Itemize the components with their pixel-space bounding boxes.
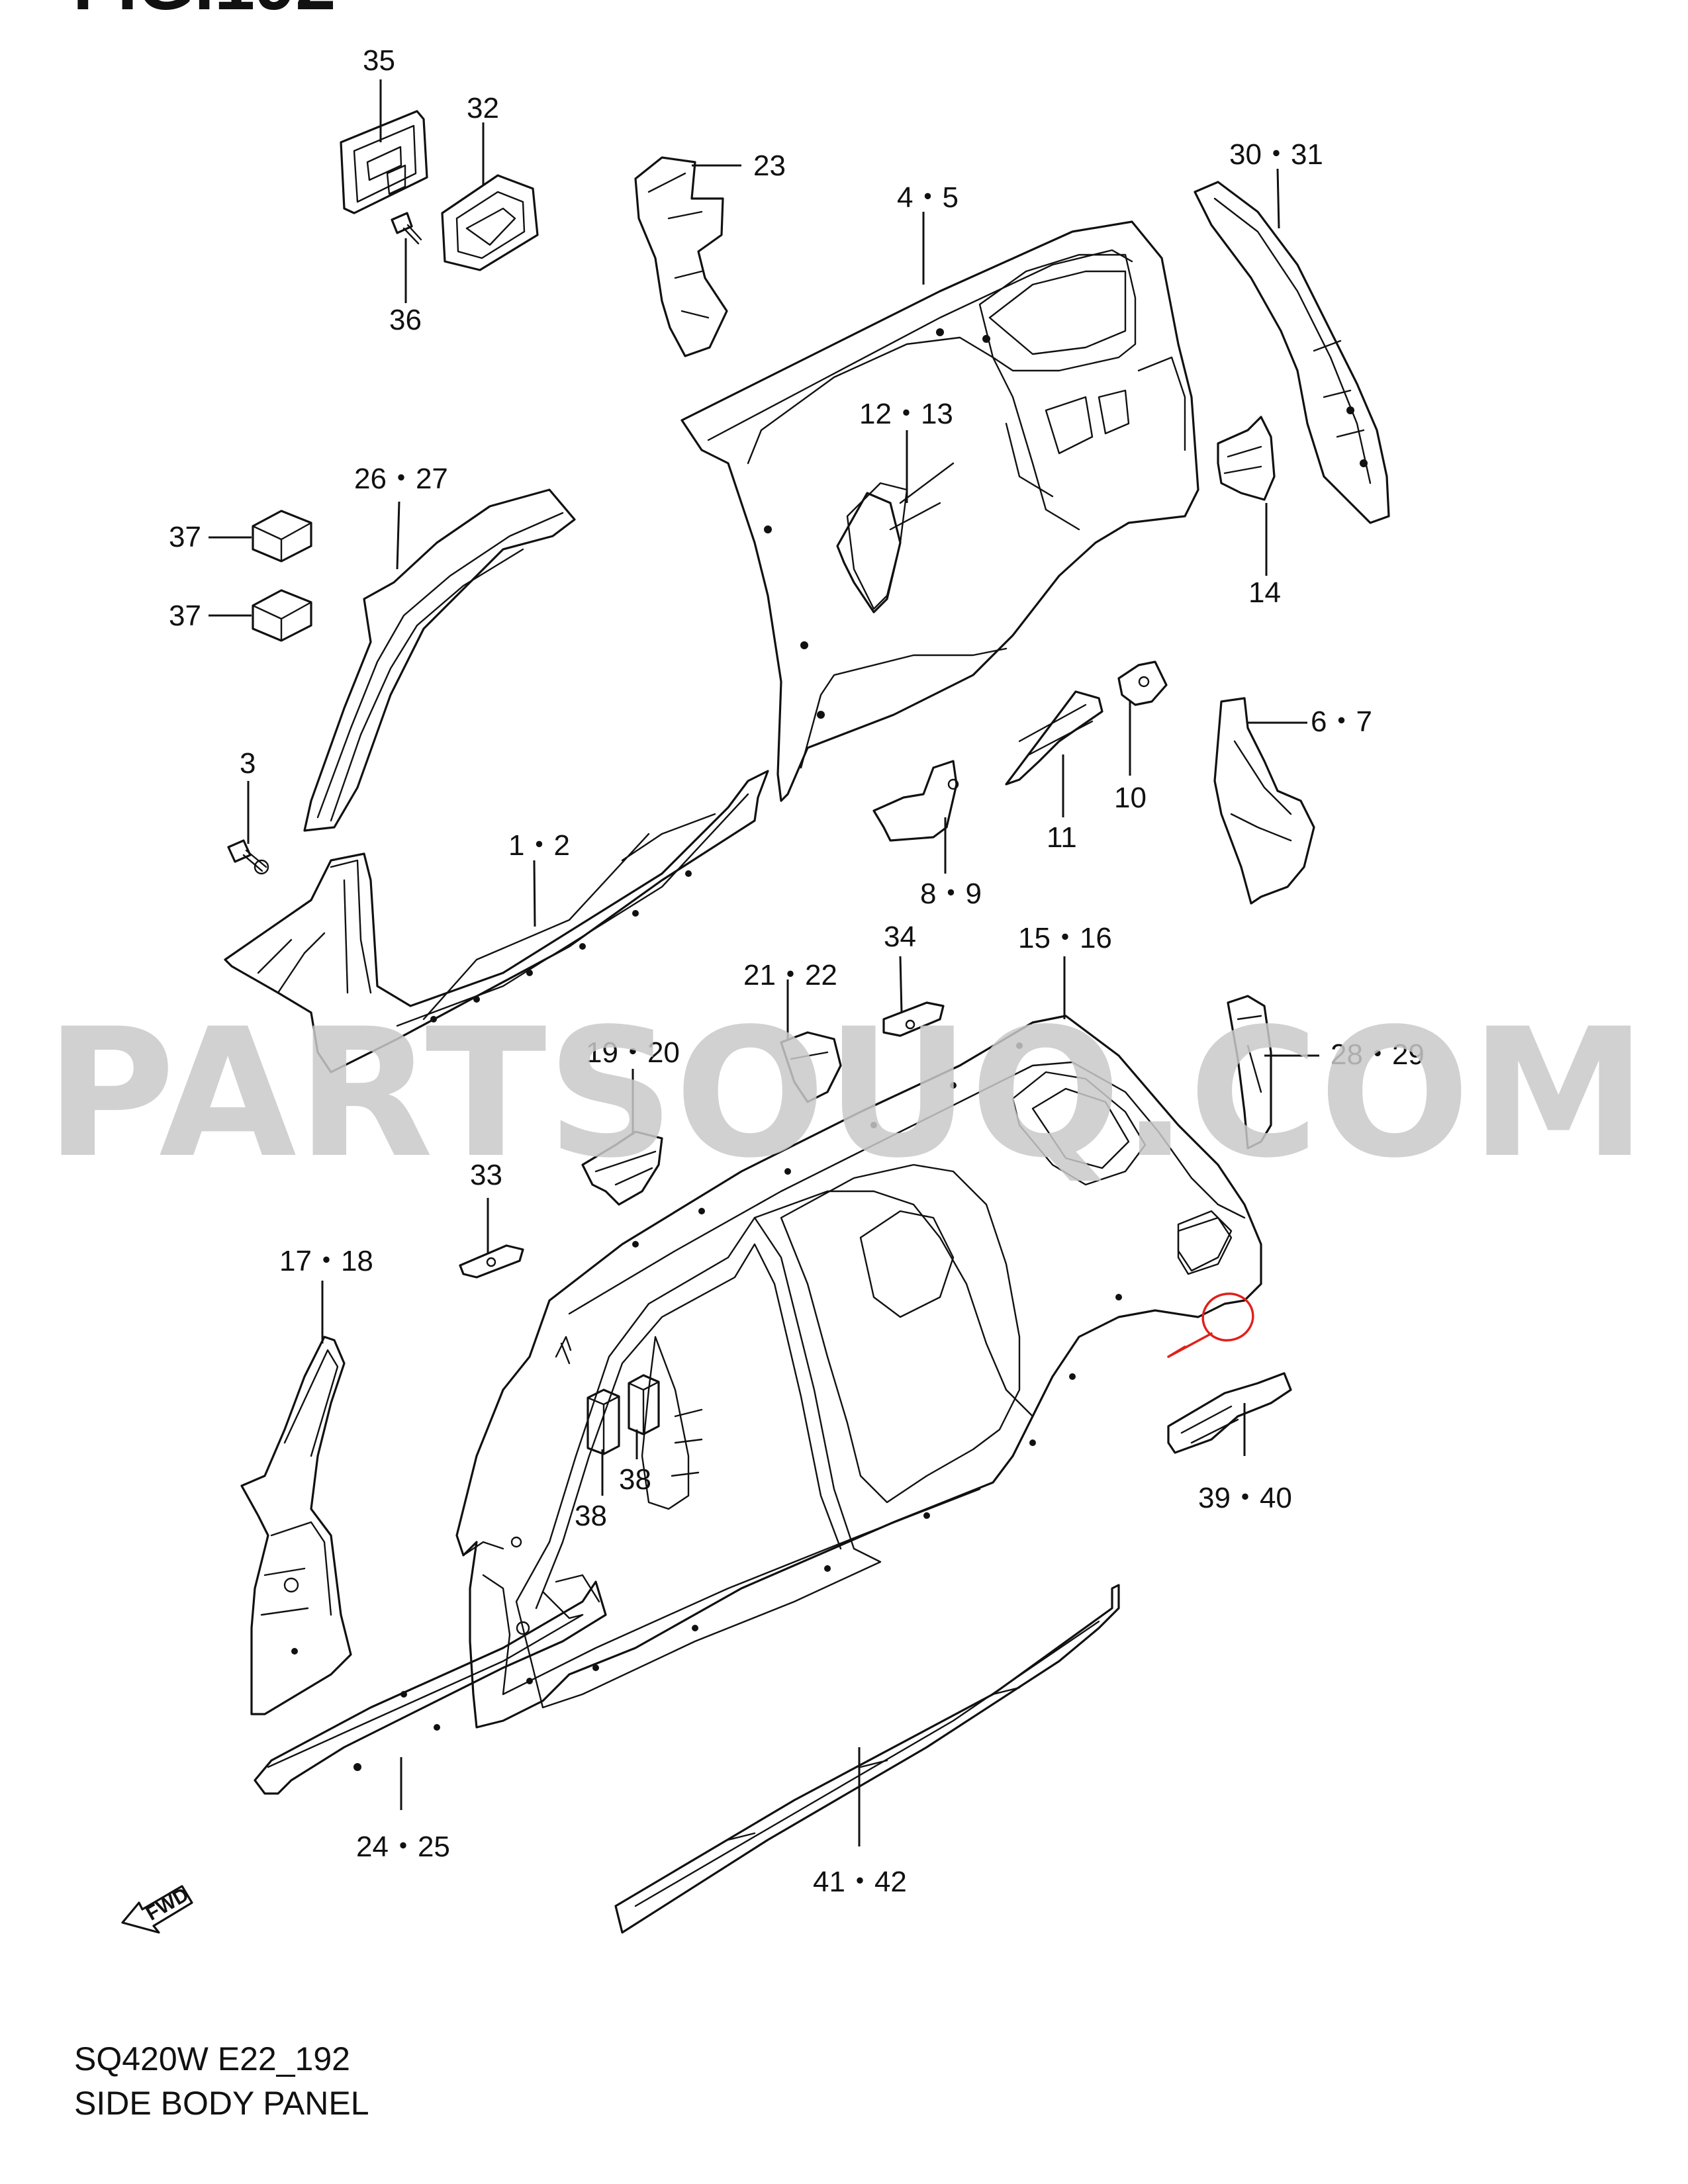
part-38-pad-left xyxy=(586,1388,620,1455)
red-annotation-mark xyxy=(1167,1293,1254,1358)
callout-37-upper: 37 xyxy=(169,521,201,553)
part-24-25-outer-sill xyxy=(254,1574,607,1795)
part-36-bolt xyxy=(391,212,422,245)
part-32-fuel-lid-housing xyxy=(441,174,539,271)
part-10-clip xyxy=(1117,660,1168,706)
part-37-pad-lower xyxy=(252,589,312,642)
callout-8-9: 8・9 xyxy=(920,878,982,910)
part-19-20-bracket xyxy=(581,1130,663,1206)
part-8-9-bracket xyxy=(872,760,959,842)
part-30-31-rear-pillar xyxy=(1194,181,1390,524)
part-14-bracket xyxy=(1217,416,1276,501)
fwd-label: FWD xyxy=(142,1884,193,1925)
callout-21-22: 21・22 xyxy=(743,959,837,991)
part-15-16-side-body-outer xyxy=(455,1015,1262,1729)
part-17-18-front-pillar-inner xyxy=(240,1336,352,1715)
part-21-22-bracket xyxy=(780,1031,842,1103)
callout-28-29: 28・29 xyxy=(1331,1038,1425,1071)
part-12-13-gusset xyxy=(836,492,902,614)
callout-33: 33 xyxy=(470,1159,502,1191)
callout-6-7: 6・7 xyxy=(1311,705,1372,738)
leader-lines xyxy=(209,79,1319,1846)
callout-15-16: 15・16 xyxy=(1018,922,1112,954)
callout-37-lower: 37 xyxy=(169,600,201,632)
callout-4-5: 4・5 xyxy=(897,181,959,214)
callout-34: 34 xyxy=(884,921,916,953)
callout-14: 14 xyxy=(1248,576,1281,609)
callout-30-31: 30・31 xyxy=(1229,138,1323,171)
arrow-left-icon xyxy=(121,1885,193,1934)
callout-numbers: 35 32 36 23 4・5 30・31 12・13 14 26・27 37 … xyxy=(169,44,1425,1898)
part-33-clip xyxy=(459,1244,524,1279)
model-code-caption: SQ420W E22_192 xyxy=(74,2040,350,2077)
part-26-27-a-pillar-upper xyxy=(303,488,576,832)
callout-39-40: 39・40 xyxy=(1198,1482,1292,1514)
callout-24-25: 24・25 xyxy=(356,1831,450,1863)
part-41-42-sill-strip xyxy=(614,1584,1120,1934)
part-3-bolt xyxy=(227,839,269,875)
callout-41-42: 41・42 xyxy=(813,1866,907,1898)
callout-32: 32 xyxy=(467,92,499,124)
part-37-pad-upper xyxy=(252,510,312,563)
callout-19-20: 19・20 xyxy=(586,1036,680,1069)
part-34-clip xyxy=(882,1001,945,1037)
callout-10: 10 xyxy=(1114,782,1147,814)
figure-title: FIG.192 xyxy=(73,0,336,25)
part-39-40-bracket xyxy=(1167,1372,1292,1454)
callout-38-left: 38 xyxy=(575,1500,607,1532)
section-name-caption: SIDE BODY PANEL xyxy=(74,2085,369,2122)
part-6-7-bracket xyxy=(1213,697,1315,905)
callout-17-18: 17・18 xyxy=(279,1245,373,1277)
part-38-pad-right xyxy=(628,1374,660,1435)
callout-36: 36 xyxy=(389,304,422,336)
callout-1-2: 1・2 xyxy=(508,829,570,862)
callout-11: 11 xyxy=(1047,821,1077,854)
callout-12-13: 12・13 xyxy=(859,398,953,430)
watermark: PARTSOUQ.COM xyxy=(45,991,1647,1197)
part-28-29-bracket xyxy=(1227,995,1272,1150)
callout-26-27: 26・27 xyxy=(354,463,448,495)
callout-3: 3 xyxy=(240,747,256,780)
part-1-2-inner-sill xyxy=(224,770,769,1073)
part-35-plate xyxy=(340,110,428,214)
callout-23: 23 xyxy=(753,150,786,182)
callout-38-right: 38 xyxy=(619,1463,651,1496)
fwd-direction-marker: FWD xyxy=(121,1884,193,1934)
part-23-bracket xyxy=(634,156,728,357)
callout-35: 35 xyxy=(363,44,395,77)
part-11-bracket xyxy=(1005,690,1103,786)
part-4-5-quarter-inner-panel xyxy=(680,220,1199,802)
